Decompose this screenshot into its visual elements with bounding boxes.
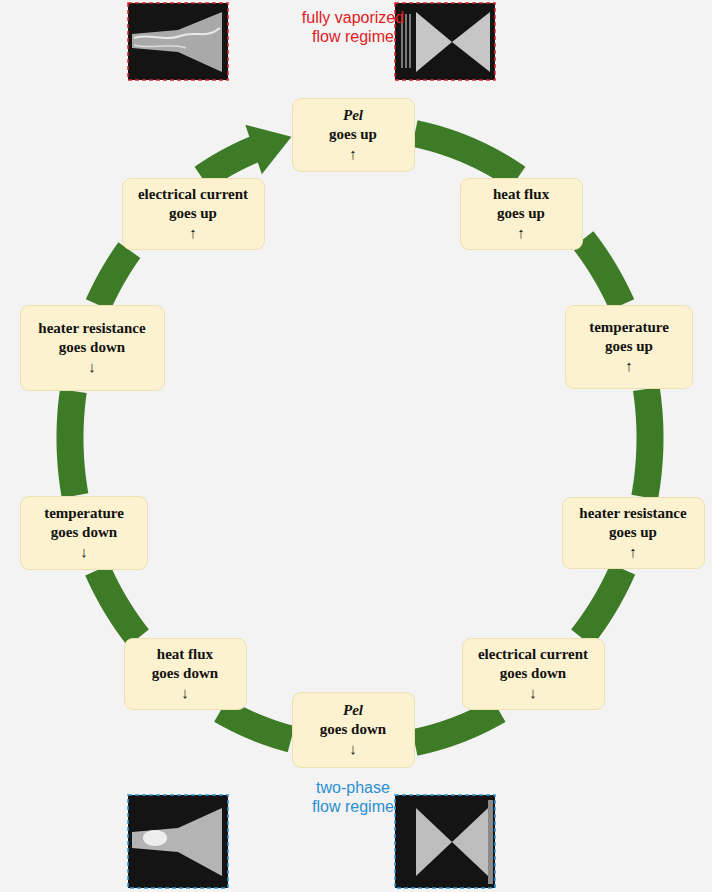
regime-label: two-phase flow regime bbox=[303, 778, 403, 816]
nozzle-shape bbox=[416, 12, 452, 72]
process-box: heater resistance goes up ↑ bbox=[562, 497, 705, 569]
photo-frame bbox=[128, 3, 228, 80]
cycle-arc bbox=[415, 710, 499, 742]
cycle-arc bbox=[70, 391, 75, 495]
cycle-arc bbox=[583, 239, 622, 304]
flow-photo bbox=[395, 3, 495, 80]
process-box: Pel goes down ↓ bbox=[292, 692, 415, 768]
cycle-arc bbox=[645, 389, 650, 497]
photo-frame bbox=[395, 795, 495, 888]
box-text: Pel goes down ↓ bbox=[320, 701, 386, 759]
ring-segment bbox=[645, 389, 650, 497]
cycle-arc bbox=[98, 250, 129, 305]
box-text: heat flux goes up ↑ bbox=[493, 185, 549, 243]
process-box: Pel goes up ↑ bbox=[292, 98, 415, 172]
photo-frame bbox=[128, 795, 228, 888]
ring-segment bbox=[98, 250, 129, 305]
process-box: heat flux goes up ↑ bbox=[460, 178, 583, 250]
process-box: temperature goes up ↑ bbox=[565, 305, 693, 389]
cycle-arc bbox=[582, 569, 623, 638]
ring-segment bbox=[582, 569, 623, 638]
vapor-streak bbox=[134, 45, 186, 48]
flow-photo bbox=[128, 3, 228, 80]
cycle-arc bbox=[98, 570, 139, 638]
ring-segment bbox=[70, 391, 75, 495]
arrowhead bbox=[245, 125, 291, 174]
flow-photo bbox=[128, 795, 228, 888]
box-text: heater resistance goes down ↓ bbox=[38, 319, 145, 377]
ring-segment bbox=[583, 239, 622, 304]
process-box: heater resistance goes down ↓ bbox=[20, 305, 165, 391]
ring-segment bbox=[202, 147, 261, 178]
cycle-arc bbox=[221, 710, 291, 739]
box-text: electrical current goes down ↓ bbox=[478, 645, 588, 703]
ring-segment bbox=[415, 710, 499, 742]
process-box: electrical current goes up ↑ bbox=[122, 178, 265, 250]
vapor-streak bbox=[134, 28, 220, 38]
ring-segment bbox=[415, 134, 518, 178]
vapor-bubble bbox=[143, 830, 167, 846]
wall-edge bbox=[488, 800, 493, 884]
photo-frame bbox=[395, 3, 495, 80]
regime-label: fully vaporized flow regime bbox=[289, 8, 417, 46]
process-box: temperature goes down ↓ bbox=[20, 496, 148, 570]
box-text: electrical current goes up ↑ bbox=[138, 185, 248, 243]
box-text: temperature goes down ↓ bbox=[44, 504, 124, 562]
flow-photo bbox=[395, 795, 495, 888]
nozzle-shape bbox=[416, 808, 452, 876]
box-text: heat flux goes down ↓ bbox=[152, 645, 218, 703]
nozzle-shape bbox=[132, 12, 222, 72]
process-box: electrical current goes down ↓ bbox=[462, 638, 605, 710]
ring-segment bbox=[221, 710, 291, 739]
cycle-arc bbox=[202, 125, 291, 178]
cycle-arc bbox=[415, 134, 518, 178]
nozzle-shape bbox=[452, 808, 488, 876]
box-text: heater resistance goes up ↑ bbox=[579, 504, 686, 562]
box-text: Pel goes up ↑ bbox=[329, 106, 377, 164]
box-text: temperature goes up ↑ bbox=[589, 318, 669, 376]
nozzle-shape bbox=[452, 12, 490, 72]
ring-segment bbox=[98, 570, 139, 638]
process-box: heat flux goes down ↓ bbox=[124, 638, 247, 710]
nozzle-shape bbox=[132, 808, 222, 876]
